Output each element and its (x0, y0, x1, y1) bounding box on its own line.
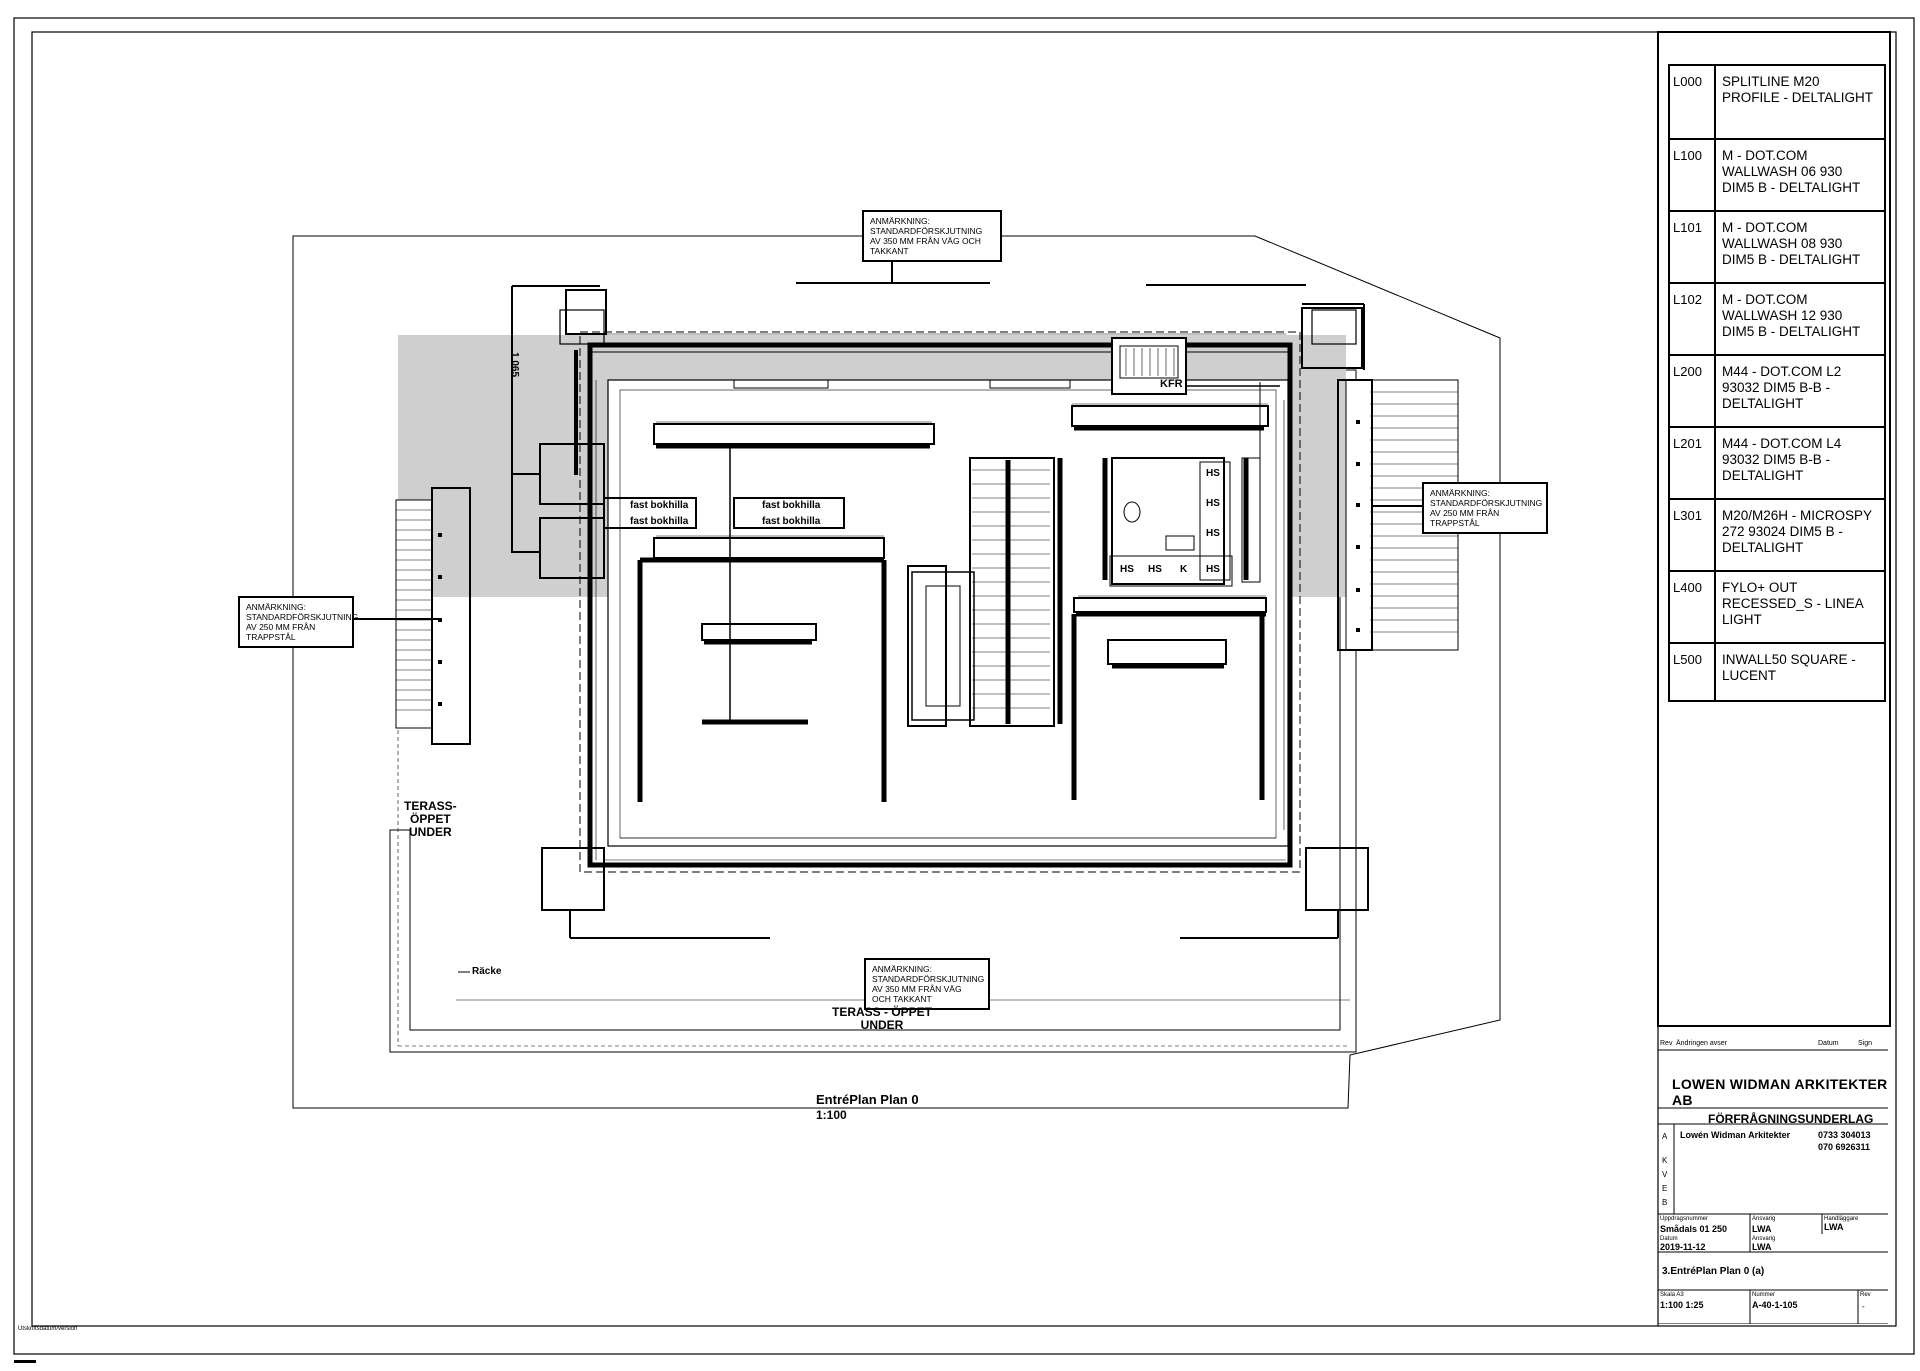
terrace-left-line: TERASS- (404, 799, 457, 813)
hs-label: HS (1206, 564, 1220, 575)
bookshelf-label: fast bokhilla (630, 500, 689, 511)
tb-sheet-title: 3.EntréPlan Plan 0 (a) (1662, 1266, 1765, 1277)
tb-head-sign: Sign (1858, 1040, 1873, 1047)
plan-scale: 1:100 (816, 1108, 847, 1122)
tb-project-value: Smådals 01 250 (1660, 1224, 1728, 1234)
tb-row-letter: B (1662, 1198, 1668, 1207)
legend-code: L200 (1670, 356, 1716, 426)
legend-desc: M44 - DOT.COM L4 93032 DIM5 B-B - DELTAL… (1722, 436, 1842, 483)
kfr-label: KFR (1160, 378, 1183, 390)
hs-label: HS (1120, 564, 1134, 575)
tb-drawn-value: LWA (1752, 1224, 1772, 1234)
railing-label: Räcke (472, 966, 502, 977)
terrace-bottom-line: TERASS - ÖPPET (832, 1005, 933, 1019)
legend-code: L400 (1670, 572, 1716, 642)
tb-approved-label: Ansvarig (1752, 1236, 1776, 1242)
terrace-left-line: UNDER (409, 825, 452, 839)
terrace-left-label: TERASS- ÖPPET UNDER (404, 800, 457, 839)
legend-desc: FYLO+ OUT RECESSED_S - LINEA LIGHT (1722, 580, 1864, 627)
hs-label: HS (1148, 564, 1162, 575)
k-label: K (1180, 564, 1188, 575)
tb-project-label: Uppdragsnummer (1660, 1216, 1709, 1222)
tb-phone: 070 6926311 (1818, 1142, 1871, 1152)
plan-title: EntréPlan Plan 0 (816, 1092, 919, 1107)
bookshelf-label: fast bokhilla (630, 516, 689, 527)
tb-row-letter: A (1662, 1132, 1668, 1141)
tb-contact-name: Lowén Widman Arkitekter (1680, 1130, 1791, 1140)
tb-head-date: Datum (1818, 1040, 1839, 1047)
tb-number-label: Nummer (1752, 1292, 1776, 1298)
tb-scale-value: 1:100 1:25 (1660, 1300, 1704, 1310)
legend-code: L000 (1670, 66, 1716, 138)
tb-rev-label: Rev (1860, 1292, 1871, 1298)
site-outline (292, 235, 1501, 1109)
tb-scale-label: Skala A3 (1660, 1292, 1684, 1298)
legend-code: L201 (1670, 428, 1716, 498)
footer-stamp: Utskriftsdatum/version (18, 1326, 78, 1332)
inner-border (31, 31, 1897, 1327)
legend-code: L301 (1670, 500, 1716, 570)
title-block: Rev Ändringen avser Datum Sign LOWEN WID… (1658, 1038, 1888, 1324)
tb-number-value: A-40-1-105 (1752, 1300, 1798, 1310)
exterior-wall (587, 342, 1293, 868)
legend-desc: M20/M26H - MICROSPY 272 93024 DIM5 B - D… (1722, 508, 1872, 555)
legend-desc: M - DOT.COM WALLWASH 08 930 DIM5 B - DEL… (1722, 220, 1861, 267)
tb-head-desc: Ändringen avser (1676, 1040, 1727, 1047)
tb-approved-value: LWA (1752, 1242, 1772, 1252)
tb-date-label: Datum (1660, 1236, 1678, 1242)
legend-desc: M - DOT.COM WALLWASH 06 930 DIM5 B - DEL… (1722, 148, 1861, 195)
hs-label: HS (1206, 468, 1220, 479)
tb-rev-value: - (1862, 1302, 1865, 1311)
legend-code: L500 (1670, 644, 1716, 700)
tb-checked-value: LWA (1824, 1222, 1844, 1232)
note-bottom: ANMÄRKNING: STANDARDFÖRSKJUTNING AV 350 … (864, 958, 990, 1010)
tb-date-value: 2019-11-12 (1660, 1242, 1706, 1252)
legend-desc: SPLITLINE M20 PROFILE - DELTALIGHT (1722, 74, 1874, 105)
note-top: ANMÄRKNING: STANDARDFÖRSKJUTNING AV 350 … (862, 210, 1002, 262)
tb-firm-name: LOWEN WIDMAN ARKITEKTER AB (1672, 1076, 1888, 1108)
note-right: ANMÄRKNING: STANDARDFÖRSKJUTNING AV 250 … (1422, 482, 1548, 534)
legend-code: L100 (1670, 140, 1716, 210)
note-left: ANMÄRKNING: STANDARDFÖRSKJUTNING AV 250 … (238, 596, 358, 648)
terrace-bottom-label: TERASS - ÖPPET UNDER (832, 1006, 932, 1032)
legend-desc: M44 - DOT.COM L2 93032 DIM5 B-B - DELTAL… (1722, 364, 1842, 411)
footer-bar (14, 1360, 36, 1363)
tb-row-letter: V (1662, 1170, 1668, 1179)
legend-code: L102 (1670, 284, 1716, 354)
tb-drawn-label: Ansvarig (1752, 1216, 1776, 1222)
terrace-bottom-line: UNDER (860, 1018, 904, 1032)
terrace-left-line: ÖPPET (409, 812, 451, 826)
hs-label: HS (1206, 528, 1220, 539)
tb-head-rev: Rev (1660, 1040, 1673, 1047)
tb-checked-label: Handläggare (1824, 1216, 1859, 1222)
legend-code: L101 (1670, 212, 1716, 282)
outer-border (13, 17, 1915, 1355)
hs-label: HS (1206, 498, 1220, 509)
legend-desc: M - DOT.COM WALLWASH 12 930 DIM5 B - DEL… (1722, 292, 1861, 339)
bookshelf-label: fast bokhilla (762, 516, 821, 527)
dimension-label: 1 065 (509, 352, 520, 378)
bookshelf-label: fast bokhilla (762, 500, 821, 511)
legend-desc: INWALL50 SQUARE - LUCENT (1722, 652, 1856, 683)
tb-status: FÖRFRÅGNINGSUNDERLAG (1708, 1112, 1874, 1126)
tb-row-letter: E (1662, 1184, 1668, 1193)
tb-row-letter: K (1662, 1156, 1668, 1165)
tb-phone: 0733 304013 (1818, 1130, 1871, 1140)
